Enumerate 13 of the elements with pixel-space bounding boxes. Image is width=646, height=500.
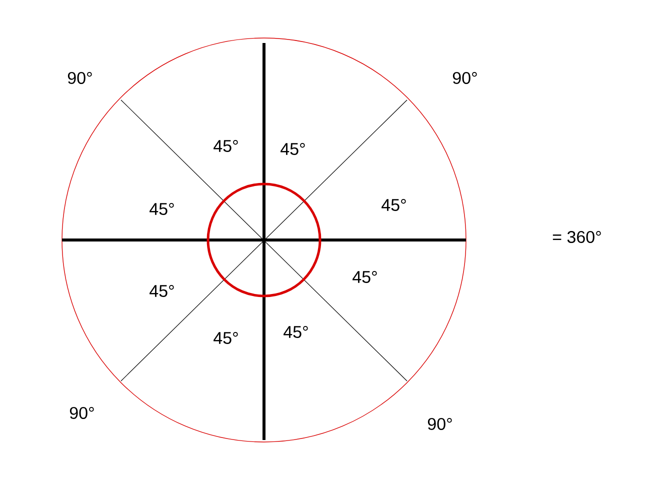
- total-label: = 360°: [552, 230, 601, 243]
- angle-label: 45°: [382, 198, 406, 212]
- angle-label: 45°: [352, 270, 377, 284]
- angle-label: 45°: [280, 142, 305, 156]
- angle-label: 45°: [214, 140, 238, 152]
- angle-label: 45°: [150, 284, 174, 297]
- angle-label: 90°: [428, 418, 452, 430]
- angle-label: 90°: [68, 72, 92, 84]
- angle-label: 45°: [150, 202, 174, 216]
- angle-label: 90°: [70, 406, 94, 419]
- angle-label: 45°: [214, 332, 238, 344]
- angle-label: 90°: [452, 72, 477, 84]
- angle-label: 45°: [284, 326, 308, 338]
